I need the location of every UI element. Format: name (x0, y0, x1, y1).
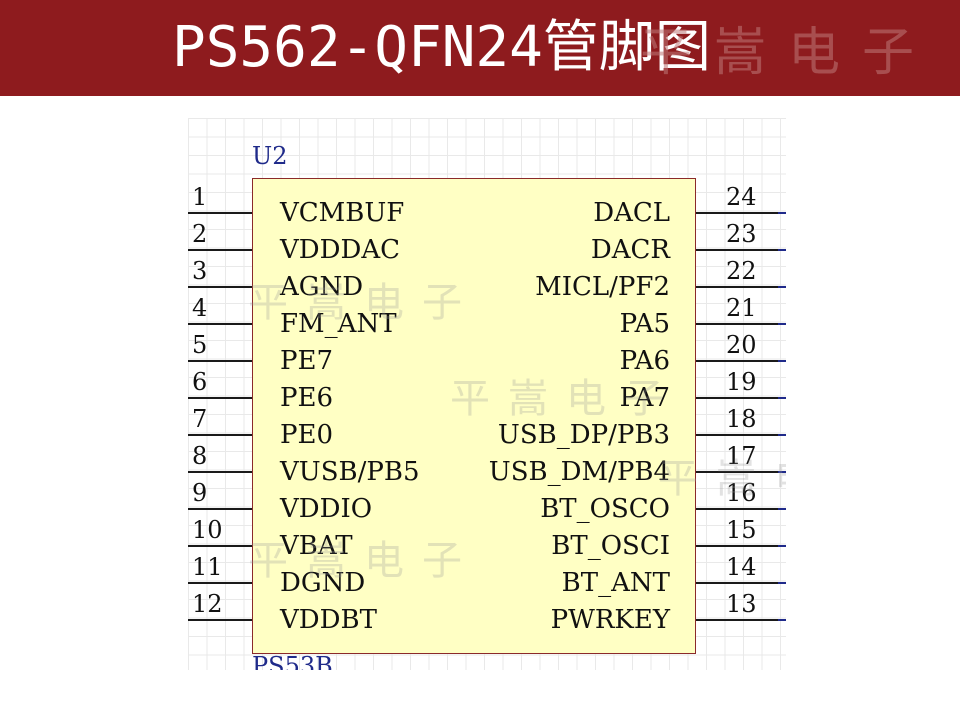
pin-9-number: 9 (192, 479, 208, 507)
pin-20-number: 20 (726, 331, 757, 359)
pin-3-label: AGND (280, 272, 364, 302)
pin-6-line (188, 397, 252, 399)
pin-7-line (188, 434, 252, 436)
pin-13-number: 13 (726, 590, 757, 618)
pin-20-line (696, 360, 786, 362)
pin-2-label: VDDDAC (280, 235, 400, 265)
pin-19-number: 19 (726, 368, 757, 396)
title-banner: PS562-QFN24管脚图 平嵩电子 (0, 0, 960, 96)
pin-11-label: DGND (280, 568, 366, 598)
pin-4-label: FM_ANT (280, 309, 397, 339)
pin-18-number: 18 (726, 405, 757, 433)
component-designator: U2 (252, 142, 288, 170)
pin-11-number: 11 (192, 553, 223, 581)
pin-4-line (188, 323, 252, 325)
pin-21-label: PA5 (619, 309, 670, 339)
pin-22-line (696, 286, 786, 288)
pin-23-label: DACR (590, 235, 670, 265)
pin-14-number: 14 (726, 553, 757, 581)
pin-17-label: USB_DM/PB4 (488, 457, 670, 487)
pin-1-line (188, 212, 252, 214)
pin-5-label: PE7 (280, 346, 334, 376)
pin-14-label: BT_ANT (561, 568, 670, 598)
pin-22-label: MICL/PF2 (535, 272, 670, 302)
pin-1-label: VCMBUF (280, 198, 405, 228)
pin-24-label: DACL (593, 198, 670, 228)
pin-19-line (696, 397, 786, 399)
pin-8-label: VUSB/PB5 (280, 457, 420, 487)
pin-22-number: 22 (726, 257, 757, 285)
pin-10-number: 10 (192, 516, 223, 544)
pin-10-line (188, 545, 252, 547)
pin-3-line (188, 286, 252, 288)
pin-12-number: 12 (192, 590, 223, 618)
pin-21-number: 21 (726, 294, 757, 322)
pin-18-label: USB_DP/PB3 (497, 420, 670, 450)
pin-7-number: 7 (192, 405, 208, 433)
pin-24-line (696, 212, 786, 214)
pin-13-label: PWRKEY (550, 605, 670, 635)
pin-13-line (696, 619, 786, 621)
pin-16-label: BT_OSCO (540, 494, 670, 524)
pin-15-number: 15 (726, 516, 757, 544)
pin-15-label: BT_OSCI (551, 531, 670, 561)
pin-19-label: PA7 (619, 383, 670, 413)
page-title: PS562-QFN24管脚图 (172, 15, 711, 80)
pin-9-line (188, 508, 252, 510)
pin-6-number: 6 (192, 368, 208, 396)
pin-16-number: 16 (726, 479, 757, 507)
chip-body (252, 178, 696, 654)
pin-10-label: VBAT (280, 531, 353, 561)
pin-18-line (696, 434, 786, 436)
pin-8-line (188, 471, 252, 473)
pin-14-line (696, 582, 786, 584)
pin-3-number: 3 (192, 257, 208, 285)
pin-24-number: 24 (726, 183, 757, 211)
pin-7-label: PE0 (280, 420, 334, 450)
pin-8-number: 8 (192, 442, 208, 470)
pin-12-line (188, 619, 252, 621)
pin-5-number: 5 (192, 331, 208, 359)
pin-2-line (188, 249, 252, 251)
pin-11-line (188, 582, 252, 584)
pin-23-number: 23 (726, 220, 757, 248)
pin-21-line (696, 323, 786, 325)
pin-5-line (188, 360, 252, 362)
pin-17-line (696, 471, 786, 473)
pin-2-number: 2 (192, 220, 208, 248)
pin-9-label: VDDIO (280, 494, 373, 524)
pin-12-label: VDDBT (280, 605, 377, 635)
pin-17-number: 17 (726, 442, 757, 470)
part-number: PS53B (252, 652, 333, 670)
pin-23-line (696, 249, 786, 251)
pin-15-line (696, 545, 786, 547)
pin-16-line (696, 508, 786, 510)
pin-1-number: 1 (192, 183, 208, 211)
pin-6-label: PE6 (280, 383, 334, 413)
pin-4-number: 4 (192, 294, 208, 322)
pin-20-label: PA6 (619, 346, 670, 376)
